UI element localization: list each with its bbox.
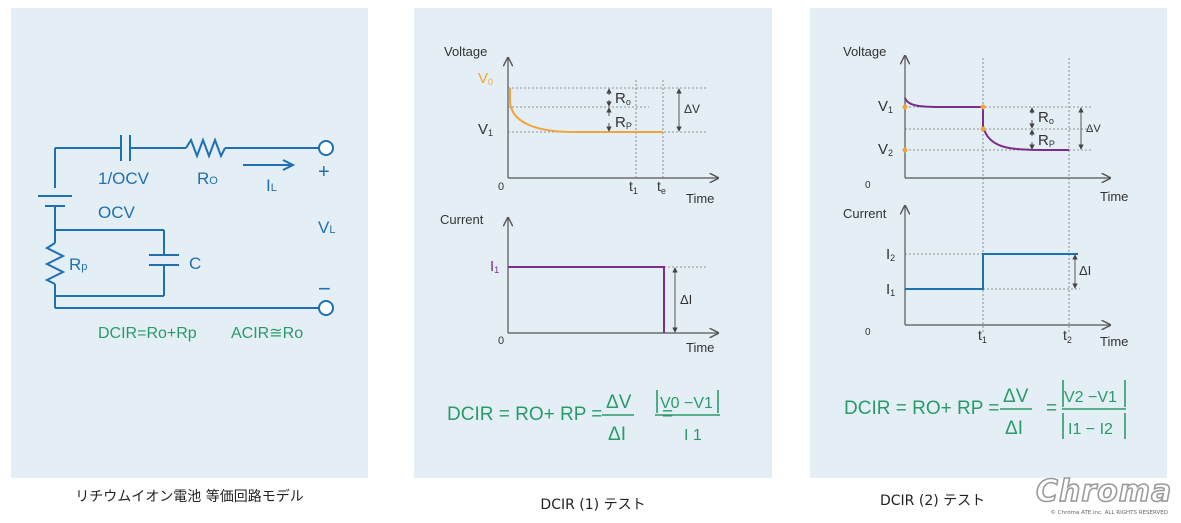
v2-label: V2 <box>878 141 893 158</box>
equivalent-circuit-diagram: 1/OCV RO IL + − VL OCV Rp C DCIR=Ro+Rp A… <box>38 135 335 342</box>
current-curve <box>905 253 1078 290</box>
voltage-axis-label: Voltage <box>843 44 886 59</box>
v0-label: V0 <box>478 70 493 87</box>
dcir2-frac2-num: V2 −V1 <box>1064 389 1117 406</box>
equivalent-circuit-panel: 1/OCV RO IL + − VL OCV Rp C DCIR=Ro+Rp A… <box>11 8 368 478</box>
dcir1-frac2-num: V0 −V1 <box>660 395 713 412</box>
t1-label: t1 <box>978 327 987 345</box>
caption-dcir1: DCIR (1) テスト <box>540 497 646 513</box>
dcir2-formula-lhs: DCIR = RO+ RP = <box>844 398 999 419</box>
chroma-logo-word: Chroma <box>1035 474 1173 509</box>
dcir2-diagram: Voltage V1 V2 Ro RP ΔV 0 Time Current I2… <box>843 44 1128 439</box>
time-axis-label: Time <box>686 191 714 206</box>
rp-label: Rp <box>69 255 87 274</box>
t2-label: t2 <box>1063 327 1072 345</box>
origin-label: 0 <box>498 181 504 193</box>
il-label: IL <box>266 176 277 195</box>
ro-label: Ro <box>1038 109 1054 126</box>
resistor-ro <box>185 137 226 159</box>
dcir-formula: DCIR=Ro+Rp <box>98 325 197 342</box>
time-axis-label-2: Time <box>1100 334 1128 349</box>
time-axis-label: Time <box>1100 189 1128 204</box>
delta-i-label: ΔI <box>680 292 692 307</box>
ocv-label: OCV <box>98 203 136 222</box>
current-axis-label: Current <box>440 212 484 227</box>
plus-sign: + <box>318 161 330 183</box>
i1-label: I1 <box>886 281 895 298</box>
i1-label: I1 <box>490 258 499 275</box>
v1-label: V1 <box>478 121 493 138</box>
c-label: C <box>189 254 201 273</box>
origin-label-2: 0 <box>498 335 504 347</box>
v1-label: V1 <box>878 98 893 115</box>
caption-dcir2: DCIR (2) テスト <box>880 493 986 509</box>
resistor-rp <box>44 242 66 285</box>
caption-equivalent-circuit: リチウムイオン電池 等価回路モデル <box>75 489 304 505</box>
delta-v-label: ΔV <box>684 102 700 116</box>
current-axis-label: Current <box>843 206 887 221</box>
time-axis-label-2: Time <box>686 340 714 355</box>
voltage-axis-label: Voltage <box>444 44 487 59</box>
rp-label: RP <box>1038 132 1055 149</box>
dcir2-frac2-den: I1 − I2 <box>1068 421 1113 438</box>
dcir1-frac2-den: I 1 <box>684 427 702 444</box>
dcir2-frac1-den: ΔI <box>1005 418 1023 439</box>
origin-label-2: 0 <box>865 327 871 338</box>
origin-label: 0 <box>865 180 871 191</box>
chroma-logo: Chroma © Chroma ATE Inc. ALL RIGHTS RESE… <box>1035 474 1173 520</box>
positive-terminal <box>318 140 334 156</box>
ocv-cap-label: 1/OCV <box>98 169 150 188</box>
voltage-curve <box>509 88 663 133</box>
te-label: te <box>657 178 666 196</box>
negative-terminal <box>318 300 334 316</box>
ro-label: RO <box>197 169 218 188</box>
dcir1-panel: Voltage V0 V1 Ro RP ΔV 0 t1 te Time Curr… <box>414 8 772 478</box>
i2-label: I2 <box>886 246 895 263</box>
ro-label: Ro <box>615 90 631 107</box>
minus-sign: − <box>318 276 331 301</box>
dcir1-frac1-num: ΔV <box>606 392 632 413</box>
dcir2-eq-sign: = <box>1046 398 1057 419</box>
copyright-text: © Chroma ATE Inc. ALL RIGHTS RESERVED <box>1050 510 1168 516</box>
acir-formula: ACIR≅Ro <box>231 325 303 342</box>
dcir2-panel: Voltage V1 V2 Ro RP ΔV 0 Time Current I2… <box>810 8 1167 478</box>
delta-v-label: ΔV <box>1086 123 1101 135</box>
current-curve <box>508 266 665 333</box>
rp-label: RP <box>615 114 632 131</box>
dcir1-formula-lhs: DCIR = RO+ RP = <box>447 404 602 425</box>
delta-i-label: ΔI <box>1079 263 1091 278</box>
dcir1-frac1-den: ΔI <box>608 424 626 445</box>
t1-label: t1 <box>629 178 638 196</box>
vl-label: VL <box>318 218 335 237</box>
voltage-curve <box>904 97 1069 151</box>
dcir1-diagram: Voltage V0 V1 Ro RP ΔV 0 t1 te Time Curr… <box>440 44 720 445</box>
dcir2-frac1-num: ΔV <box>1003 386 1029 407</box>
